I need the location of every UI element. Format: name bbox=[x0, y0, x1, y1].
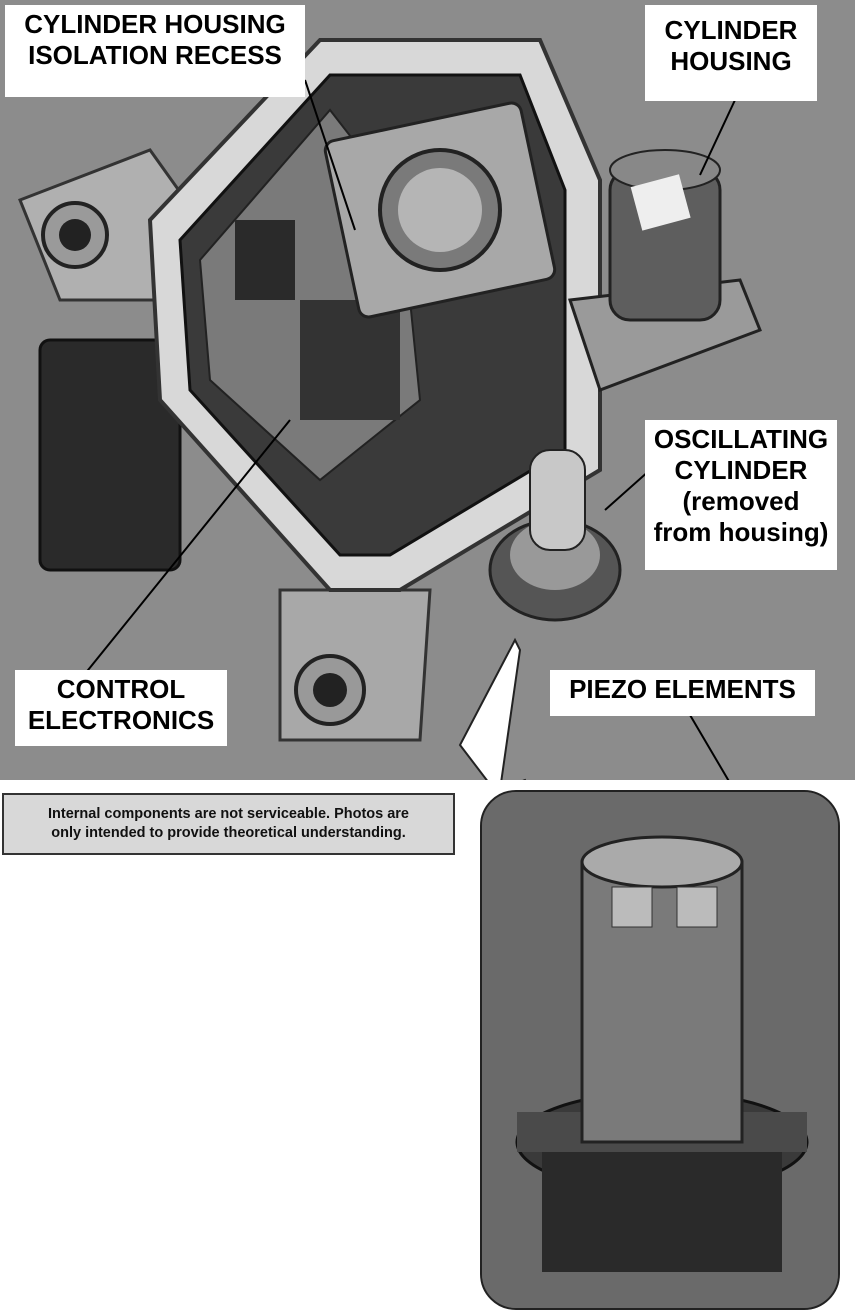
label-line: CYLINDER HOUSING bbox=[24, 9, 286, 39]
piezo-closeup-photo bbox=[480, 790, 840, 1310]
leader-line bbox=[304, 79, 356, 231]
label-piezo-elements: PIEZO ELEMENTS bbox=[550, 670, 815, 716]
label-line: from housing) bbox=[653, 517, 829, 547]
label-oscillating-cylinder: OSCILLATING CYLINDER (removed from housi… bbox=[645, 420, 837, 570]
sensor-assembly-photo bbox=[0, 0, 855, 780]
disclaimer-note: Internal components are not serviceable.… bbox=[2, 793, 455, 855]
label-control-electronics: CONTROL ELECTRONICS bbox=[15, 670, 227, 746]
label-cylinder-housing-isolation-recess: CYLINDER HOUSING ISOLATION RECESS bbox=[5, 5, 305, 97]
leader-line bbox=[79, 419, 291, 681]
label-line: CYLINDER bbox=[674, 455, 808, 485]
label-line: ISOLATION RECESS bbox=[28, 40, 282, 70]
label-cylinder-housing: CYLINDER HOUSING bbox=[645, 5, 817, 101]
arrow-icon bbox=[458, 637, 527, 780]
leader-line bbox=[699, 99, 736, 176]
label-line: ELECTRONICS bbox=[27, 705, 215, 735]
note-line: only intended to provide theoretical und… bbox=[51, 825, 406, 841]
label-line: HOUSING bbox=[670, 46, 792, 76]
label-line: OSCILLATING bbox=[653, 424, 829, 454]
leader-line bbox=[604, 469, 651, 511]
note-line: Internal components are not serviceable.… bbox=[48, 806, 409, 822]
leader-line bbox=[689, 714, 730, 780]
sensor-assembly-illustration bbox=[18, 38, 762, 780]
label-line: CONTROL bbox=[56, 674, 186, 704]
piezo-cylinder-illustration bbox=[482, 792, 838, 1308]
label-line: (removed bbox=[682, 486, 800, 516]
label-line: CYLINDER bbox=[664, 15, 798, 45]
